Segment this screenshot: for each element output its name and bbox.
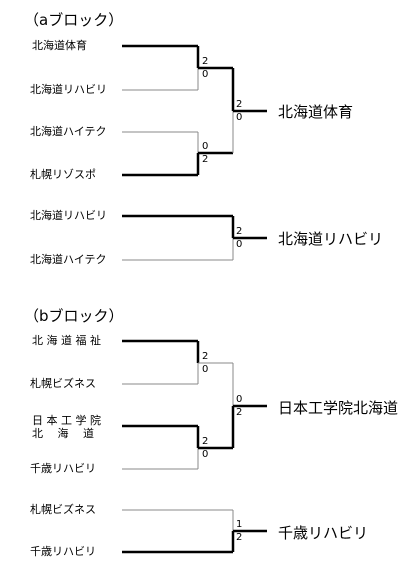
team-name: 日 本 工 学 院 北 海 道 <box>32 414 101 440</box>
score: 2 <box>202 154 209 165</box>
score: 2 <box>236 226 243 237</box>
score: 0 <box>202 364 209 375</box>
extra-winner: 千歳リハビリ <box>278 524 369 542</box>
score: 0 <box>202 449 209 460</box>
block-title: （bブロック） <box>24 307 124 325</box>
block-winner: 北海道体育 <box>278 103 354 121</box>
block-title: （aブロック） <box>24 11 124 29</box>
score: 2 <box>236 407 243 418</box>
score: 0 <box>236 239 243 250</box>
block-winner: 日本工学院北海道 <box>278 399 399 417</box>
team-name: 北海道リハビリ <box>30 83 107 96</box>
team-name: 北海道ハイテク <box>30 125 107 138</box>
score: 0 <box>236 394 243 405</box>
team-name: 北海道体育 <box>32 39 87 52</box>
score: 2 <box>202 56 209 67</box>
score: 0 <box>236 112 243 123</box>
score: 2 <box>202 436 209 447</box>
team-name: 北 海 道 福 祉 <box>32 334 101 347</box>
team-name: 札幌リゾスポ <box>30 168 96 181</box>
team-name: 北海道リハビリ <box>30 209 107 222</box>
score: 2 <box>202 351 209 362</box>
team-name: 札幌ビズネス <box>30 377 96 390</box>
score: 1 <box>236 519 243 530</box>
team-name: 札幌ビズネス <box>30 503 96 516</box>
score: 2 <box>236 532 243 543</box>
extra-winner: 北海道リハビリ <box>278 230 384 248</box>
team-name: 北海道ハイテク <box>30 253 107 266</box>
score: 0 <box>202 141 209 152</box>
team-name: 千歳リハビリ <box>30 545 96 558</box>
score: 0 <box>202 69 209 80</box>
score: 2 <box>236 99 243 110</box>
team-name: 千歳リハビリ <box>30 462 96 475</box>
